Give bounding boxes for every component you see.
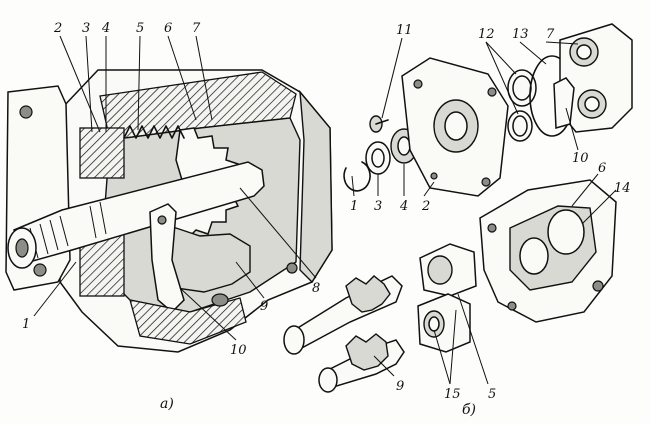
- labels-view-a: 2 3 4 5 6 7 1 10 9 8 а): [22, 21, 320, 412]
- label-b-9: 9: [396, 379, 404, 394]
- cover-plate-bore: [444, 111, 468, 141]
- exploded-parts: [283, 23, 633, 393]
- cover-bolt-hole: [487, 87, 497, 97]
- shaft-end-bore: [15, 238, 29, 258]
- leaders-view-b: [351, 37, 617, 385]
- shaft-9-end: [318, 367, 338, 393]
- drive-shaft: [13, 161, 265, 265]
- circlip-1: [343, 161, 371, 192]
- label-b-14: 14: [614, 181, 631, 196]
- bushing-7-bore-upper-inner: [576, 44, 592, 60]
- bushing-section: [79, 231, 125, 297]
- driven-gear-9-teeth: [345, 333, 389, 371]
- pump-assembly-cutaway: [5, 69, 333, 353]
- label-b-5: 5: [488, 387, 496, 402]
- bushing-section: [79, 127, 125, 179]
- washer-3-bore: [371, 148, 385, 168]
- flange-bolt-hole: [19, 105, 33, 119]
- lever-pivot: [157, 215, 167, 225]
- bushing-15-hole-inner: [428, 316, 440, 332]
- body-bolt-hole: [507, 301, 517, 311]
- relief-spring: [123, 125, 185, 139]
- shaft-8-end: [283, 325, 305, 355]
- bushing-5-bore: [427, 255, 453, 285]
- label-a-8: 8: [312, 281, 320, 296]
- label-a-4: 4: [101, 21, 110, 36]
- label-b-3: 3: [374, 199, 382, 214]
- label-b-6: 6: [598, 161, 606, 176]
- label-a-7: 7: [192, 21, 201, 36]
- port-hole: [211, 293, 229, 307]
- flange-bolt-hole: [33, 263, 47, 277]
- label-a-1: 1: [22, 317, 30, 332]
- cover-bolt-hole: [481, 177, 491, 187]
- label-a-5: 5: [136, 21, 144, 36]
- label-b-10: 10: [572, 151, 589, 166]
- leaders-view-a: [33, 35, 317, 341]
- label-a-9: 9: [260, 299, 268, 314]
- label-b-2: 2: [421, 199, 430, 214]
- label-b-1: 1: [350, 199, 358, 214]
- shaft-splines: [29, 201, 107, 259]
- housing-shade: [299, 89, 333, 284]
- cover-bolt-hole: [413, 79, 423, 89]
- housing-section-bottom: [129, 297, 247, 345]
- label-a-10: 10: [230, 343, 247, 358]
- labels-view-b: 11 12 13 7 10 1 3 4 2 6 14 9 15 5 б): [350, 23, 631, 418]
- label-b-7: 7: [546, 27, 555, 42]
- o-ring-12-upper-inner: [512, 75, 532, 101]
- label-a-3: 3: [82, 21, 90, 36]
- caption-a: а): [160, 396, 174, 412]
- cover-bolt-hole: [430, 172, 438, 180]
- body-bolt-hole: [592, 280, 604, 292]
- caption-b: б): [462, 402, 476, 418]
- body-bore-14: [547, 209, 585, 255]
- screw-11-shank: [375, 119, 389, 125]
- housing-bolt-hole: [286, 262, 298, 274]
- label-b-4: 4: [399, 199, 408, 214]
- label-b-11: 11: [396, 23, 413, 38]
- pointer-10: [553, 77, 575, 129]
- lever-10: [149, 203, 185, 314]
- label-a-6: 6: [164, 21, 172, 36]
- label-b-15: 15: [444, 387, 461, 402]
- o-ring-12-lower-inner: [512, 115, 528, 137]
- body-bolt-hole: [487, 223, 497, 233]
- body-bore-lower: [519, 237, 549, 275]
- label-b-13: 13: [512, 27, 529, 42]
- drive-gear-8-teeth: [345, 275, 391, 313]
- label-a-2: 2: [53, 21, 62, 36]
- bushing-7-bore-lower-inner: [584, 96, 600, 112]
- label-b-12: 12: [478, 27, 495, 42]
